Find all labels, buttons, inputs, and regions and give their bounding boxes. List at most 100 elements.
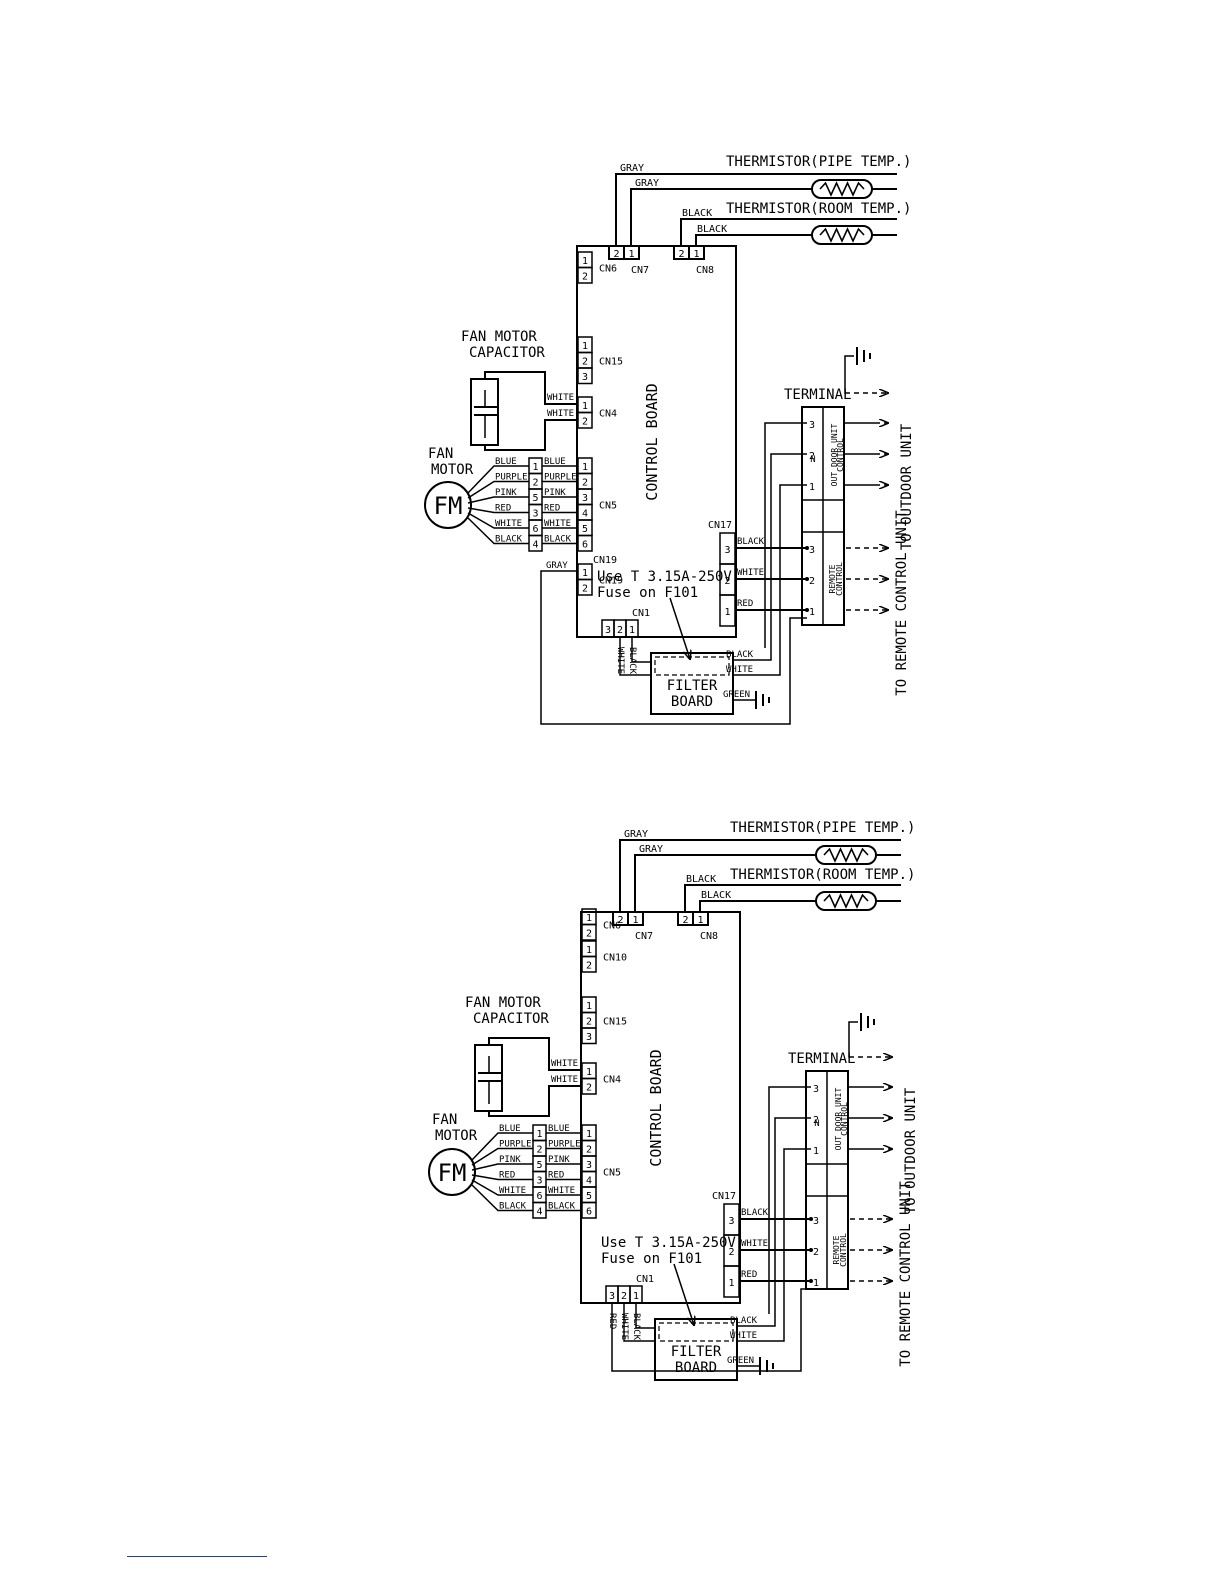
pin-number: 1	[582, 256, 588, 267]
pin-number: 1	[693, 249, 699, 260]
thermistor-pipe-label: THERMISTOR(PIPE TEMP.)	[726, 154, 911, 170]
resistor-zigzag	[823, 893, 869, 909]
wire-label-white: WHITE	[551, 1059, 578, 1069]
fan-motor-label: MOTOR	[431, 462, 474, 478]
filter-label: BOARD	[671, 694, 713, 710]
resistor-zigzag	[819, 227, 865, 243]
pin-number: 3	[609, 1291, 615, 1302]
board-wire-label: BLUE	[548, 1124, 570, 1134]
fan-motor-fm-label: FM	[434, 492, 463, 520]
pin-number: 1	[697, 915, 703, 926]
thermistor-pipe-symbol	[811, 179, 873, 199]
motor-wire-label: BLUE	[499, 1124, 521, 1134]
pin-number: 2	[586, 1145, 592, 1156]
pin-number: 3	[582, 372, 588, 383]
wire-label-black: BLACK	[697, 224, 727, 235]
motor-wire	[467, 480, 529, 499]
remote-wire-label: RED	[737, 599, 753, 609]
to-remote-label: TO REMOTE CONTROL UNIT	[894, 510, 910, 696]
pin-number: 1	[632, 915, 638, 926]
remote-wire-label: RED	[741, 1270, 757, 1280]
motor-wire	[467, 507, 529, 514]
pin-number: 5	[532, 493, 538, 504]
control-board	[576, 245, 737, 638]
cn8-label: CN8	[700, 931, 718, 942]
terminal-section-label: OUT DOOR UNIT	[830, 424, 839, 487]
filter-out-label: BLACK	[726, 650, 754, 660]
pin-number: 2	[728, 1247, 734, 1258]
motor-wire-label: BLACK	[499, 1202, 527, 1212]
terminal-section-label: REMOTE	[832, 1235, 841, 1264]
terminal-number: 1	[809, 482, 815, 493]
wire-white	[733, 484, 807, 676]
wire-label-black: BLACK	[682, 208, 712, 219]
terminal-number: 1	[813, 1278, 819, 1289]
fuse-arrow	[673, 1263, 694, 1325]
footer-rule	[127, 1556, 267, 1557]
fan-motor-circle	[428, 1148, 476, 1196]
pin-number: 4	[536, 1207, 542, 1218]
wire-red-loop	[611, 1288, 811, 1372]
terminal-number: 2	[813, 1115, 819, 1126]
pin-number: 2	[613, 249, 619, 260]
terminal-label: TERMINAL	[788, 1051, 855, 1067]
thermistor-pipe-label: THERMISTOR(PIPE TEMP.)	[730, 820, 915, 836]
capacitor-label: FAN MOTOR	[461, 329, 537, 345]
wire-label-white: WHITE	[547, 393, 574, 403]
wire-label-black: BLACK	[701, 890, 731, 901]
pin-number: 3	[532, 509, 538, 520]
pin-number: 2	[617, 625, 623, 636]
terminal-section-label: CONTROL	[836, 438, 845, 472]
motor-wire	[471, 1163, 533, 1171]
pin-number: 1	[586, 1067, 592, 1078]
pin-number: 2	[582, 272, 588, 283]
wire-white	[623, 1303, 655, 1342]
thermistor-pipe-symbol	[815, 845, 877, 865]
cn19-label: CN19	[593, 555, 617, 566]
connector-label: CN15	[599, 356, 623, 367]
pin-number: 6	[536, 1191, 542, 1202]
motor-wire	[467, 496, 529, 504]
terminal-number: 3	[809, 420, 815, 431]
wire-black	[733, 453, 807, 661]
wire-white	[484, 371, 578, 405]
board-wire-label: PINK	[544, 488, 566, 498]
pin-number: 6	[582, 540, 588, 551]
wire-label-white: WHITE	[551, 1075, 578, 1085]
board-wire-label: RED	[548, 1171, 564, 1181]
control-board-label: CONTROL BOARD	[643, 383, 661, 500]
filter-fuse-outline	[654, 656, 730, 676]
pin-number: 2	[582, 478, 588, 489]
cn19-wire-label: GRAY	[546, 561, 568, 571]
pin-number: 2	[532, 478, 538, 489]
terminal-number: 3	[813, 1084, 819, 1095]
resistor-zigzag	[819, 181, 865, 197]
cn1-label: CN1	[636, 1274, 654, 1285]
terminal-section-label: REMOTE	[828, 564, 837, 593]
control-board-label: CONTROL BOARD	[647, 1049, 665, 1166]
wire-white	[488, 1037, 582, 1071]
to-outdoor-label: TO OUTDOOR UNIT	[899, 423, 915, 550]
resistor-zigzag	[823, 847, 869, 863]
pin-number: 3	[605, 625, 611, 636]
connector-label: CN15	[603, 1016, 627, 1027]
motor-wire-label: BLUE	[495, 457, 517, 467]
filter-ground	[759, 1357, 774, 1375]
cn7-label: CN7	[631, 265, 649, 276]
pin-number: 3	[536, 1176, 542, 1187]
pin-number: 1	[628, 249, 634, 260]
motor-wire-label: RED	[495, 504, 511, 514]
fuse-label: Use T 3.15A-250V	[597, 569, 732, 585]
motor-wire	[471, 1179, 533, 1196]
motor-wire-label: WHITE	[499, 1186, 526, 1196]
